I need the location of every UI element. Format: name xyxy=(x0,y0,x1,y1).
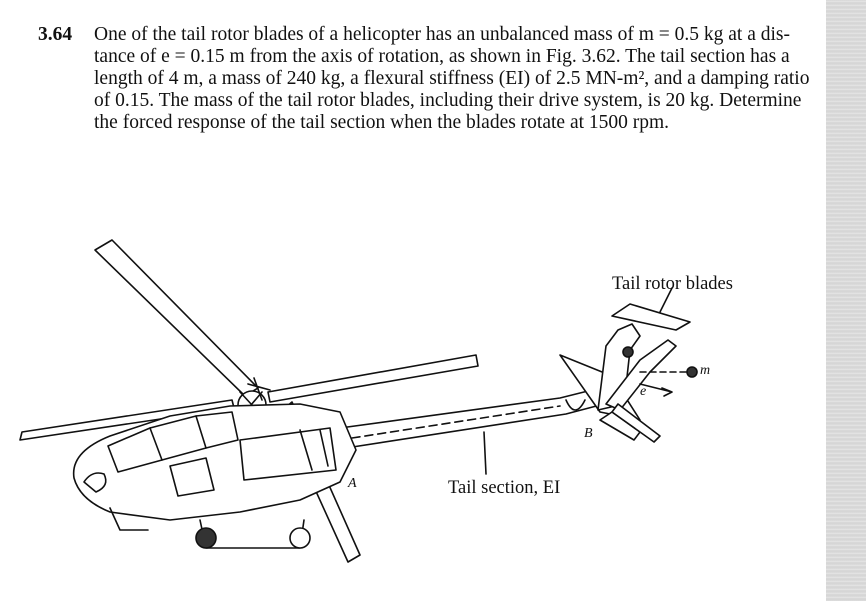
label-mass-m: m xyxy=(700,363,711,378)
scan-page-edge xyxy=(826,0,866,601)
tail-rotor-leader xyxy=(659,287,673,313)
problem-line-2: tance of e = 0.15 m from the axis of rot… xyxy=(94,46,790,67)
problem-number: 3.64 xyxy=(38,24,73,45)
problem-line-5: the forced response of the tail section … xyxy=(94,112,670,133)
tail-boom xyxy=(339,387,605,449)
label-tail-section: Tail section, EI xyxy=(448,478,561,498)
problem-text: One of the tail rotor blades of a helico… xyxy=(94,24,854,134)
label-point-b: B xyxy=(584,426,593,441)
problem-line-4: of 0.15. The mass of the tail rotor blad… xyxy=(94,90,802,111)
problem-statement: 3.64 One of the tail rotor blades of a h… xyxy=(38,24,858,134)
label-point-a: A xyxy=(348,476,357,491)
label-eccentricity-e: e xyxy=(640,384,647,399)
tail-rotor xyxy=(559,303,698,443)
problem-line-3: length of 4 m, a mass of 240 kg, a flexu… xyxy=(94,68,810,89)
label-tail-rotor-blades: Tail rotor blades xyxy=(612,274,733,294)
fuselage xyxy=(72,377,357,549)
problem-line-1: One of the tail rotor blades of a helico… xyxy=(94,24,790,45)
main-rotor-blades xyxy=(19,239,479,563)
tail-section-leader xyxy=(483,431,487,475)
